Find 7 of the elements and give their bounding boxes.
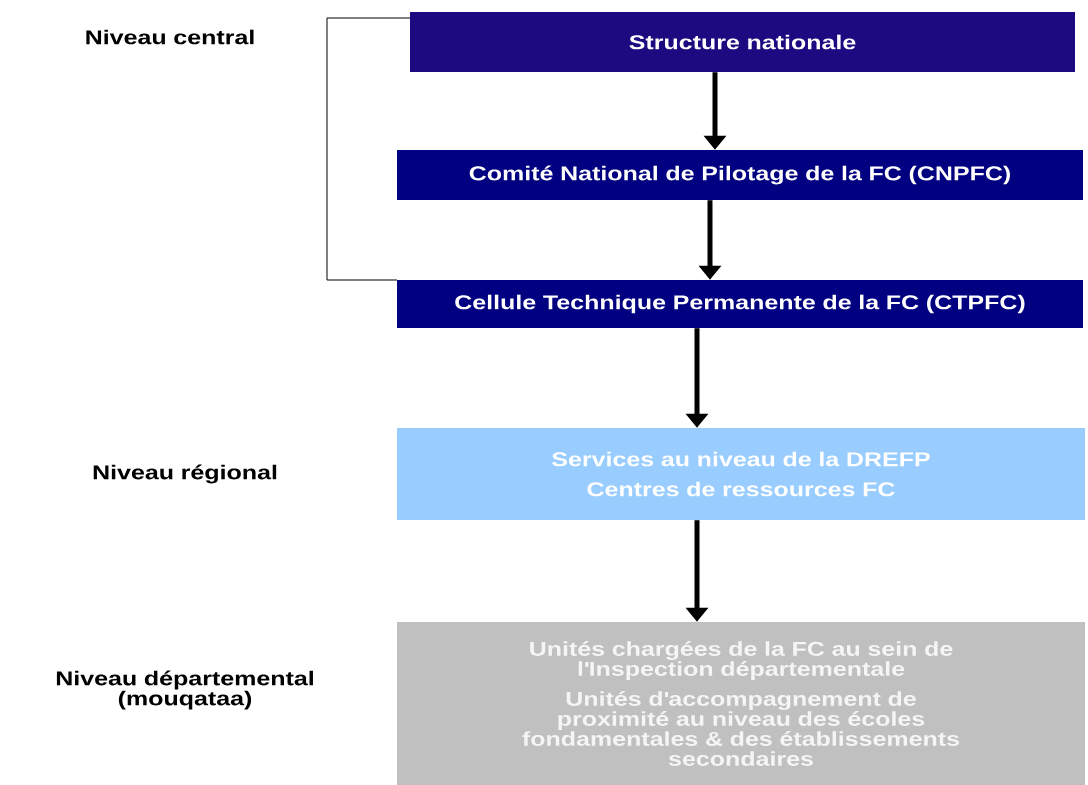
process-box: Services au niveau de la DREFP Centres de ressources FC [397, 428, 1085, 520]
process-box: Comité National de Pilotage de la FC (CNPFC) [397, 150, 1083, 200]
level-label: Niveau régional [93, 464, 277, 484]
level-label: Niveau départemental (mouqataa) [56, 670, 313, 710]
process-box: Structure nationale [410, 12, 1075, 72]
process-box: Cellule Technique Permanente de la FC (CTPFC) [397, 280, 1083, 328]
level-label: Niveau central [86, 29, 254, 45]
